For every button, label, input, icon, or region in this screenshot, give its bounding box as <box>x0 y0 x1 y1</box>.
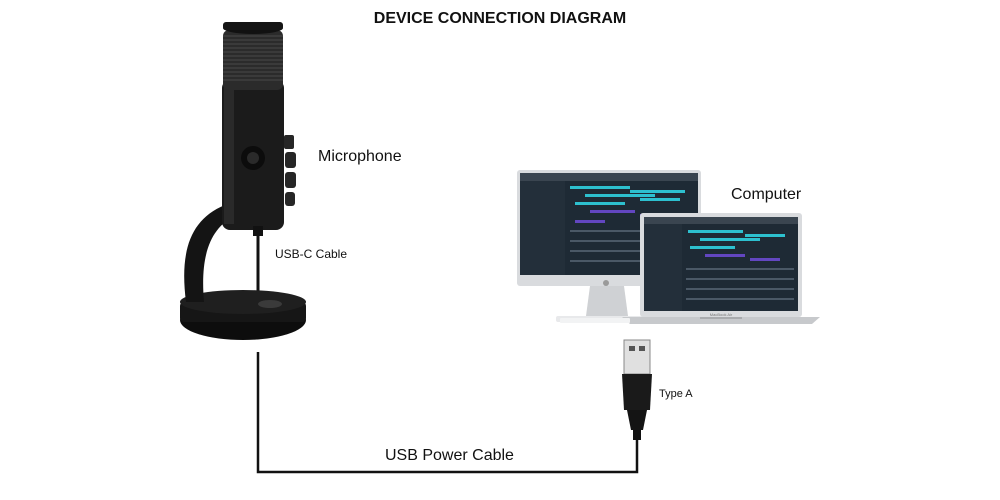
usb-c-cable-label: USB-C Cable <box>275 247 348 261</box>
computer-label: Computer <box>731 186 802 203</box>
diagram-title: DEVICE CONNECTION DIAGRAM <box>373 10 627 27</box>
usb-power-cable-label: USB Power Cable <box>385 447 514 464</box>
usb-power-cable <box>256 352 639 474</box>
usb-type-a-connector <box>622 339 652 440</box>
laptop-illustration: MacBook Air <box>560 213 820 324</box>
laptop-brand: MacBook Air <box>710 312 733 317</box>
type-a-label: Type A <box>659 388 693 400</box>
microphone-illustration <box>180 22 306 340</box>
microphone-label: Microphone <box>318 148 402 165</box>
